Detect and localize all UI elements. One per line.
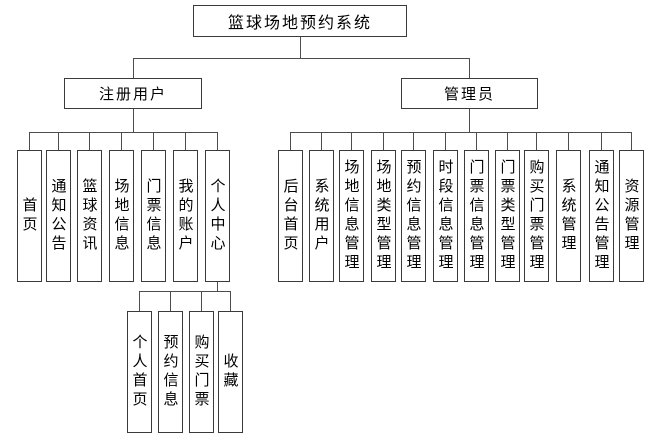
admin-child-node-8: 购买门票管理 xyxy=(523,150,549,282)
admin-child-node-1: 系统用户 xyxy=(308,150,334,282)
admin-child-node-10: 通知公告管理 xyxy=(588,150,614,282)
personal-center-child-node-0: 个人首页 xyxy=(126,311,152,433)
user-child-node-2: 篮球资讯 xyxy=(76,150,102,282)
admin-child-node-5: 时段信息管理 xyxy=(432,150,458,282)
admin-child-node-3: 场地类型管理 xyxy=(370,150,396,282)
root-node: 篮球场地预约系统 xyxy=(193,5,407,37)
user-child-node-6: 个人中心 xyxy=(204,150,230,282)
user-child-node-3: 场地信息 xyxy=(108,150,134,282)
admin-child-node-4: 预约信息管理 xyxy=(400,150,426,282)
admin-branch-node: 管理员 xyxy=(401,78,538,109)
user-child-node-5: 我的账户 xyxy=(172,150,198,282)
admin-child-node-2: 场地信息管理 xyxy=(338,150,364,282)
user-branch-label: 注册用户 xyxy=(98,85,167,103)
user-child-node-4: 门票信息 xyxy=(140,150,166,282)
personal-center-child-node-1: 预约信息 xyxy=(157,311,183,433)
personal-center-child-node-2: 购买门票 xyxy=(188,311,214,433)
user-child-node-0: 首页 xyxy=(16,150,42,282)
admin-child-node-7: 门票类型管理 xyxy=(494,150,520,282)
user-branch-node: 注册用户 xyxy=(64,78,202,109)
admin-child-node-6: 门票信息管理 xyxy=(463,150,489,282)
admin-child-node-11: 资源管理 xyxy=(618,150,644,282)
root-node-label: 篮球场地预约系统 xyxy=(227,13,372,32)
admin-child-node-9: 系统管理 xyxy=(555,150,581,282)
user-child-node-1: 通知公告 xyxy=(45,150,71,282)
admin-branch-label: 管理员 xyxy=(443,85,495,103)
admin-child-node-0: 后台首页 xyxy=(277,150,303,282)
personal-center-child-node-3: 收藏 xyxy=(217,311,243,433)
